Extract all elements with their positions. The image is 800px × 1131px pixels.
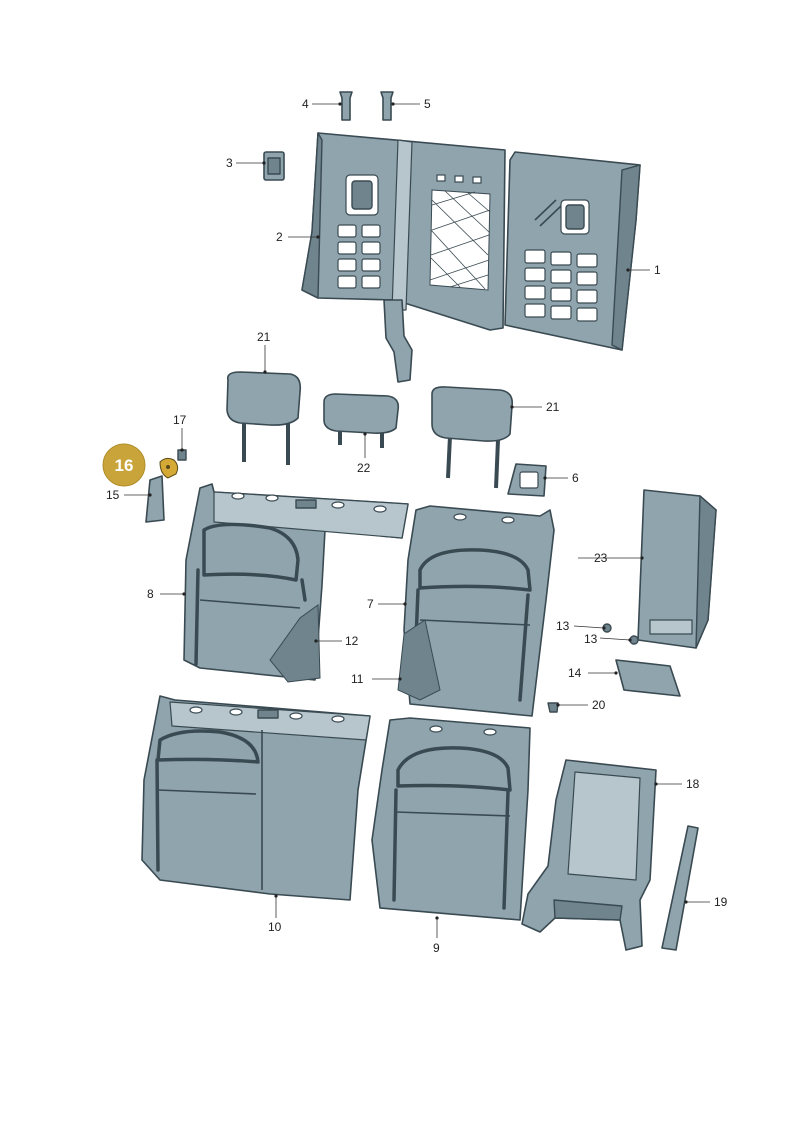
callout-labels: 1 2 3 4 5 6 7 8 9 10 11 12 13 13 14 15 1… <box>106 97 728 955</box>
part-18-armrest-frame <box>521 759 657 951</box>
svg-text:16: 16 <box>115 456 134 475</box>
callout-10: 10 <box>268 920 282 934</box>
callout-20: 20 <box>592 698 606 712</box>
part-14-cover <box>615 659 681 697</box>
callout-3: 3 <box>226 156 233 170</box>
callout-12: 12 <box>345 634 359 648</box>
part-10-cushion-cover-left <box>141 695 371 901</box>
callout-8: 8 <box>147 587 154 601</box>
callout-1: 1 <box>654 263 661 277</box>
callout-18: 18 <box>686 777 700 791</box>
callout-5: 5 <box>424 97 431 111</box>
callout-14: 14 <box>568 666 582 680</box>
callout-17: 17 <box>173 413 187 427</box>
part-9-cushion-cover-right <box>371 717 531 921</box>
part-1-frame-right <box>504 151 641 351</box>
part-3-bracket <box>263 151 285 181</box>
callout-19: 19 <box>714 895 728 909</box>
callout-23: 23 <box>594 551 608 565</box>
part-7-backrest-cover-right <box>397 505 555 717</box>
callout-22: 22 <box>357 461 371 475</box>
part-16-highlighted <box>159 457 179 479</box>
part-22-headrest-center <box>323 393 400 448</box>
callout-21a: 21 <box>257 330 271 344</box>
callout-6: 6 <box>572 471 579 485</box>
leaders <box>124 102 710 938</box>
part-20-clip <box>547 702 559 713</box>
callout-13b: 13 <box>584 632 598 646</box>
part-8-backrest-cover-left <box>183 483 409 683</box>
highlight-callout-16: 16 <box>102 443 146 487</box>
callout-21b: 21 <box>546 400 560 414</box>
part-2-frame-left <box>301 132 506 383</box>
part-5-bolt <box>380 91 394 121</box>
callout-15: 15 <box>106 488 120 502</box>
callout-13a: 13 <box>556 619 570 633</box>
part-19-trim-strip <box>661 825 699 951</box>
part-4-bolt <box>339 91 353 121</box>
callout-11: 11 <box>351 672 364 686</box>
part-15-trim <box>145 475 165 523</box>
callout-2: 2 <box>276 230 283 244</box>
callout-4: 4 <box>302 97 309 111</box>
part-21-headrest-right <box>431 386 514 489</box>
callout-9: 9 <box>433 941 440 955</box>
part-23-armrest <box>637 489 717 649</box>
part-21-headrest-left <box>226 371 302 465</box>
callout-7: 7 <box>367 597 374 611</box>
part-6-bezel <box>507 463 547 497</box>
